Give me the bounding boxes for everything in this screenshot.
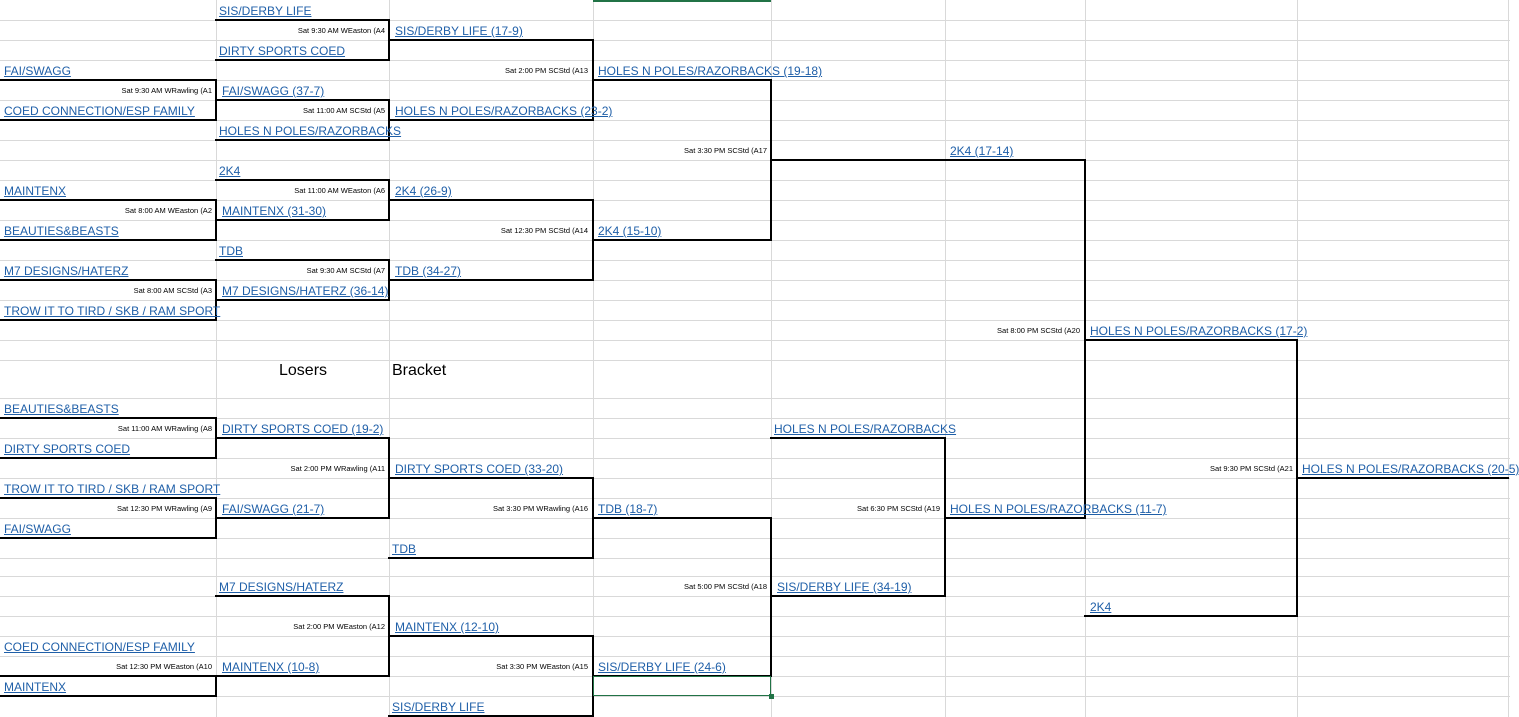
team-slot-a13-bottom[interactable]: HOLES N POLES/RAZORBACKS (23-2) <box>395 104 613 118</box>
game-label-a5: Sat 11:00 AM SCStd (A5 <box>303 106 385 115</box>
game-label-a19: Sat 6:30 PM SCStd (A19 <box>857 504 940 513</box>
team-slot-a4-top[interactable]: SIS/DERBY LIFE <box>219 4 312 18</box>
game-label-a15: Sat 3:30 PM WEaston (A15 <box>496 662 588 671</box>
team-slot-a6-top[interactable]: 2K4 <box>219 164 241 178</box>
game-label-a16: Sat 3:30 PM WRawling (A16 <box>492 504 588 513</box>
game-label-a2: Sat 8:00 AM WEaston (A2 <box>124 206 212 215</box>
active-column-indicator <box>593 0 771 2</box>
team-slot-a9-bottom[interactable]: FAI/SWAGG <box>4 522 71 536</box>
team-slot-a13-top[interactable]: SIS/DERBY LIFE (17-9) <box>395 24 523 38</box>
team-slot-a12-top[interactable]: M7 DESIGNS/HATERZ <box>219 580 344 594</box>
team-slot-a2-bottom[interactable]: BEAUTIES&BEASTS <box>4 224 119 238</box>
selected-cell[interactable] <box>593 676 774 699</box>
game-label-a20: Sat 8:00 PM SCStd (A20 <box>997 326 1080 335</box>
game-label-a18: Sat 5:00 PM SCStd (A18 <box>684 582 767 591</box>
losers-final-team[interactable]: HOLES N POLES/RAZORBACKS (11-7) <box>950 502 1167 516</box>
team-slot-a18-top[interactable]: TDB (18-7) <box>598 502 658 516</box>
team-slot-a19-bottom[interactable]: SIS/DERBY LIFE (34-19) <box>777 580 912 594</box>
game-label-a6: Sat 11:00 AM WEaston (A6 <box>294 186 385 195</box>
team-slot-a1-bottom[interactable]: COED CONNECTION/ESP FAMILY <box>4 104 195 118</box>
champion-team[interactable]: HOLES N POLES/RAZORBACKS (20-5) <box>1302 462 1519 476</box>
game-label-a13: Sat 2:00 PM SCStd (A13 <box>505 66 588 75</box>
team-slot-a8-bottom[interactable]: DIRTY SPORTS COED <box>4 442 131 456</box>
team-slot-a7-bottom[interactable]: M7 DESIGNS/HATERZ (36-14) <box>222 284 389 298</box>
game-label-a9: Sat 12:30 PM WRawling (A9 <box>116 504 212 513</box>
team-slot-a12-bottom[interactable]: MAINTENX (10-8) <box>222 660 320 674</box>
game-label-a7: Sat 9:30 AM SCStd (A7 <box>306 266 385 275</box>
team-slot-a15-top[interactable]: MAINTENX (12-10) <box>395 620 500 634</box>
losers-heading-left: Losers <box>279 362 328 379</box>
team-slot-a17-top[interactable]: HOLES N POLES/RAZORBACKS (19-18) <box>598 64 823 78</box>
team-slot-a17-bottom[interactable]: 2K4 (15-10) <box>598 224 662 238</box>
game-label-a1: Sat 9:30 AM WRawling (A1 <box>121 86 212 95</box>
team-slot-a18-bottom[interactable]: SIS/DERBY LIFE (24-6) <box>598 660 726 674</box>
team-slot-a16-bottom[interactable]: TDB <box>392 542 416 556</box>
team-slot-a5-top[interactable]: FAI/SWAGG (37-7) <box>222 84 325 98</box>
team-slot-a14-top[interactable]: 2K4 (26-9) <box>395 184 452 198</box>
game-label-a17: Sat 3:30 PM SCStd (A17 <box>684 146 767 155</box>
game-label-a14: Sat 12:30 PM SCStd (A14 <box>500 226 588 235</box>
team-slot-a14-bottom[interactable]: TDB (34-27) <box>395 264 462 278</box>
team-slot-a20-winner[interactable]: HOLES N POLES/RAZORBACKS (17-2) <box>1090 324 1308 338</box>
game-label-a12: Sat 2:00 PM WEaston (A12 <box>293 622 385 631</box>
game-label-a4: Sat 9:30 AM WEaston (A4 <box>297 26 385 35</box>
team-slot-a3-bottom[interactable]: TROW IT TO TIRD / SKB / RAM SPORT <box>4 304 221 318</box>
team-slot-a10-bottom[interactable]: MAINTENX <box>4 680 67 694</box>
game-label-a21: Sat 9:30 PM SCStd (A21 <box>1210 464 1293 473</box>
team-slot-a10-top[interactable]: COED CONNECTION/ESP FAMILY <box>4 640 195 654</box>
team-slot-a1-top[interactable]: FAI/SWAGG <box>4 64 71 78</box>
losers-heading-right: Bracket <box>392 362 447 379</box>
team-slot-a8-top[interactable]: BEAUTIES&BEASTS <box>4 402 119 416</box>
team-slot-a11-bottom[interactable]: FAI/SWAGG (21-7) <box>222 502 325 516</box>
game-label-a11: Sat 2:00 PM WRawling (A11 <box>290 464 385 473</box>
team-slot-a5-bottom[interactable]: HOLES N POLES/RAZORBACKS <box>219 124 402 138</box>
team-slot-a11-top[interactable]: DIRTY SPORTS COED (19-2) <box>222 422 384 436</box>
team-slot-a15-bottom[interactable]: SIS/DERBY LIFE <box>392 700 485 714</box>
team-slot-a3-top[interactable]: M7 DESIGNS/HATERZ <box>4 264 129 278</box>
team-slot-a2-top[interactable]: MAINTENX <box>4 184 67 198</box>
team-slot-a16-top[interactable]: DIRTY SPORTS COED (33-20) <box>395 462 564 476</box>
team-slot-a4-bottom[interactable]: DIRTY SPORTS COED <box>219 44 346 58</box>
team-slot-a9-top[interactable]: TROW IT TO TIRD / SKB / RAM SPORT <box>4 482 221 496</box>
game-label-a3: Sat 8:00 AM SCStd (A3 <box>133 286 212 295</box>
team-slot-a6-bottom[interactable]: MAINTENX (31-30) <box>222 204 327 218</box>
team-slot-a19-top[interactable]: HOLES N POLES/RAZORBACKS <box>774 422 957 436</box>
winners-final-team[interactable]: 2K4 (17-14) <box>950 144 1014 158</box>
game-label-a10: Sat 12:30 PM WEaston (A10 <box>116 662 212 671</box>
team-slot-a21-opponent[interactable]: 2K4 <box>1090 600 1112 614</box>
team-slot-a7-top[interactable]: TDB <box>219 244 243 258</box>
game-label-a8: Sat 11:00 AM WRawling (A8 <box>117 424 212 433</box>
